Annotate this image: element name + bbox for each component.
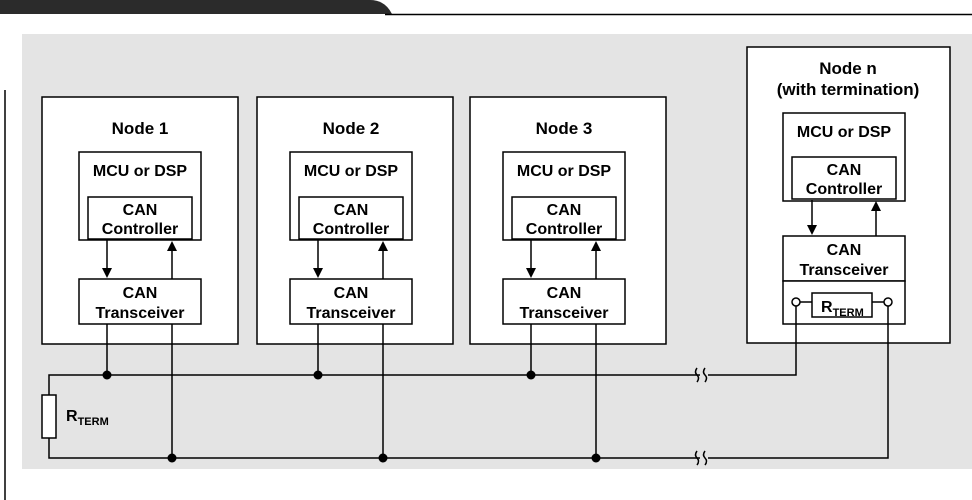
can-bus — [48, 306, 889, 466]
junction-dot — [526, 370, 536, 380]
node-2: Node 2 MCU or DSP CAN Controller CAN Tra… — [256, 96, 454, 345]
node-n-title-line1: Node n — [819, 59, 877, 78]
node-1-transceiver-box — [78, 278, 202, 325]
bus-line-high — [48, 374, 700, 395]
node-n-term-label: RTERM — [821, 299, 864, 319]
node-2-controller-line2: Controller — [313, 221, 389, 238]
node-2-transceiver-box — [289, 278, 413, 325]
node-3-transceiver-box — [502, 278, 626, 325]
node-2-controller-line1: CAN — [334, 202, 369, 219]
junction-dot — [102, 370, 112, 380]
node-3: Node 3 MCU or DSP CAN Controller CAN Tra… — [469, 96, 667, 345]
node-1-title: Node 1 — [112, 119, 169, 138]
node-n: Node n (with termination) MCU or DSP CAN… — [746, 46, 951, 344]
node-1: Node 1 MCU or DSP CAN Controller CAN Tra… — [41, 96, 239, 345]
junction-dot — [591, 453, 601, 463]
node-n-controller-box — [791, 156, 897, 200]
node-1-mcu-label: MCU or DSP — [93, 163, 188, 180]
node-n-controller-line2: Controller — [806, 181, 882, 198]
node-n-controller-line1: CAN — [827, 162, 862, 179]
node-n-term-resistor — [811, 292, 873, 318]
bus-resistor-body — [41, 394, 57, 439]
node-2-arrow-up-head — [378, 241, 388, 251]
bus-line-high-end — [708, 306, 797, 376]
node-n-term-node-left — [791, 297, 801, 307]
node-n-transceiver-line2: Transceiver — [800, 262, 889, 279]
node-2-mcu-label: MCU or DSP — [304, 163, 399, 180]
bus-break-mark-low — [694, 450, 708, 466]
node-3-title: Node 3 — [536, 119, 593, 138]
node-2-title: Node 2 — [323, 119, 380, 138]
node-3-arrow-up-head — [591, 241, 601, 251]
bus-resistor-label: RTERM — [66, 408, 109, 428]
bus-termination-resistor: RTERM — [41, 394, 109, 439]
header-tab — [0, 0, 972, 16]
node-n-arrow-down-head — [807, 225, 817, 235]
node-3-controller-box — [511, 196, 617, 240]
node-1-transceiver-line1: CAN — [123, 285, 158, 302]
node-1-arrow-up-head — [167, 241, 177, 251]
node-3-mcu-label: MCU or DSP — [517, 163, 612, 180]
node-1-controller-box — [87, 196, 193, 240]
node-2-transceiver-line2: Transceiver — [307, 305, 396, 322]
junction-dot — [167, 453, 177, 463]
bus-line-low-end — [708, 306, 889, 459]
node-1-controller-line1: CAN — [123, 202, 158, 219]
node-n-transceiver-box — [782, 235, 906, 282]
bus-break-mark-high — [694, 367, 708, 383]
node-2-arrow-down-head — [313, 268, 323, 278]
node-1-arrow-down-head — [102, 268, 112, 278]
node-3-controller-line1: CAN — [547, 202, 582, 219]
junction-dot — [313, 370, 323, 380]
node-2-transceiver-line1: CAN — [334, 285, 369, 302]
node-1-transceiver-line2: Transceiver — [96, 305, 185, 322]
bus-line-low — [48, 438, 700, 459]
bus-junctions — [102, 370, 601, 463]
node-1-controller-line2: Controller — [102, 221, 178, 238]
node-n-title-line2: (with termination) — [777, 80, 920, 99]
node-2-controller-box — [298, 196, 404, 240]
node-3-arrow-down-head — [526, 268, 536, 278]
node-n-transceiver-line1: CAN — [827, 242, 862, 259]
node-3-transceiver-line2: Transceiver — [520, 305, 609, 322]
junction-dot — [378, 453, 388, 463]
node-n-term-node-right — [883, 297, 893, 307]
node-3-transceiver-line1: CAN — [547, 285, 582, 302]
node-n-arrow-up-head — [871, 201, 881, 211]
node-3-controller-line2: Controller — [526, 221, 602, 238]
node-n-mcu-label: MCU or DSP — [797, 124, 892, 141]
